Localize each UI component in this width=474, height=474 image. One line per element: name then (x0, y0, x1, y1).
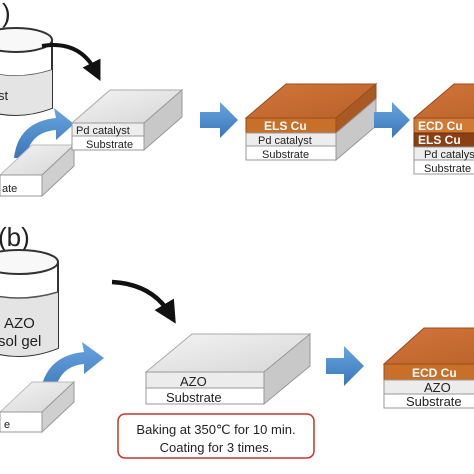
curved-arrow-b (111, 279, 176, 324)
baking-note-line1: Baking at 350℃ for 10 min. (136, 422, 295, 437)
small-substrate-b: e (0, 380, 76, 434)
azo-label-b2: AZO (424, 380, 451, 395)
substrate-label-a2: Substrate (262, 149, 309, 161)
azo-label-b1: AZO (180, 374, 207, 389)
baking-note: Baking at 350℃ for 10 min. Coating for 3… (117, 413, 315, 459)
ecd-cu-label-a: ECD Cu (418, 119, 463, 133)
ecd-cu-label-b: ECD Cu (412, 366, 457, 380)
slab-els-cu: ELS Cu Pd catalyst Substrate (244, 82, 378, 162)
els-cu-label-a3: ELS Cu (418, 133, 461, 147)
pd-catalyst-label-a3: Pd catalys (424, 149, 474, 161)
beaker-b: AZO sol gel (0, 249, 59, 357)
curved-arrow-a (41, 43, 101, 81)
slab-azo: AZO Substrate (144, 332, 312, 406)
substrate-label-a3: Substrate (424, 163, 471, 175)
slab-ecd-cu-a: ECD Cu ELS Cu Pd catalys Substrate (412, 83, 474, 175)
baking-note-line2: Coating for 3 times. (160, 440, 273, 455)
substrate-label-b1: Substrate (166, 390, 222, 405)
blue-arrow-b (326, 346, 364, 386)
els-cu-label: ELS Cu (264, 119, 307, 133)
slab-ecd-cu-b: ECD Cu AZO Substrate (382, 327, 474, 409)
beaker-a: st (0, 27, 53, 116)
blue-arrow-a2 (374, 102, 410, 138)
substrate-label-b2: Substrate (406, 394, 462, 409)
panel-a-label: ) (2, 0, 11, 28)
slab-pd-catalyst: Pd catalyst Substrate (70, 88, 184, 152)
small-substrate-a: ate (0, 143, 76, 198)
panel-b-label: (b) (0, 222, 30, 252)
pd-catalyst-label: Pd catalyst (76, 125, 130, 137)
small-substrate-b-label: e (4, 419, 10, 431)
beaker-b-text-line2: sol gel (0, 333, 41, 350)
small-substrate-a-label: ate (2, 183, 17, 195)
substrate-label-a1: Substrate (86, 139, 133, 151)
pd-catalyst-label-a2: Pd catalyst (258, 135, 312, 147)
beaker-b-text-line1: AZO (4, 315, 35, 332)
blue-arrow-a1 (200, 102, 238, 138)
blue-curved-arrow-a (14, 108, 74, 158)
beaker-a-text: st (0, 88, 9, 103)
